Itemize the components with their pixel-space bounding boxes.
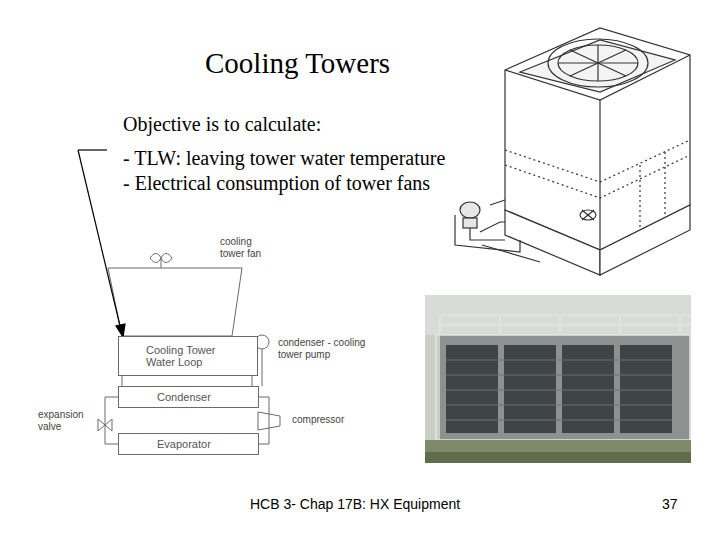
connector-line	[259, 397, 269, 444]
objective-heading: Objective is to calculate:	[123, 113, 321, 136]
tower-photo	[425, 295, 691, 463]
schematic	[98, 254, 280, 432]
connector-line	[105, 397, 118, 444]
tower-drawing	[455, 28, 690, 275]
pipe-connector	[105, 397, 118, 444]
box-label: Evaporator	[157, 438, 258, 450]
pipe-connector	[259, 397, 269, 444]
objective-item: - TLW: leaving tower water temperature	[123, 147, 447, 170]
box-label: Cooling Tower Water Loop	[146, 344, 230, 368]
connector-line	[252, 376, 253, 386]
footer-text: HCB 3- Chap 17B: HX Equipment	[250, 496, 460, 512]
part-label: expansion valve	[38, 409, 93, 433]
box-label: Condenser	[157, 391, 258, 403]
leader-line	[78, 150, 125, 337]
part-label: condenser - cooling tower pump	[278, 337, 378, 361]
pipe-connector	[252, 376, 253, 386]
part-label: cooling tower fan	[220, 236, 268, 260]
pipe-connector	[122, 376, 123, 386]
component-box: Cooling Tower Water Loop	[118, 336, 258, 376]
part-label: compressor	[292, 414, 344, 426]
objective-item: - Electrical consumption of tower fans	[123, 172, 432, 195]
connector-line	[122, 376, 123, 386]
component-box: Condenser	[118, 386, 259, 408]
slide-title: Cooling Towers	[205, 47, 390, 80]
component-box: Evaporator	[118, 433, 259, 455]
page-number: 37	[662, 496, 678, 512]
